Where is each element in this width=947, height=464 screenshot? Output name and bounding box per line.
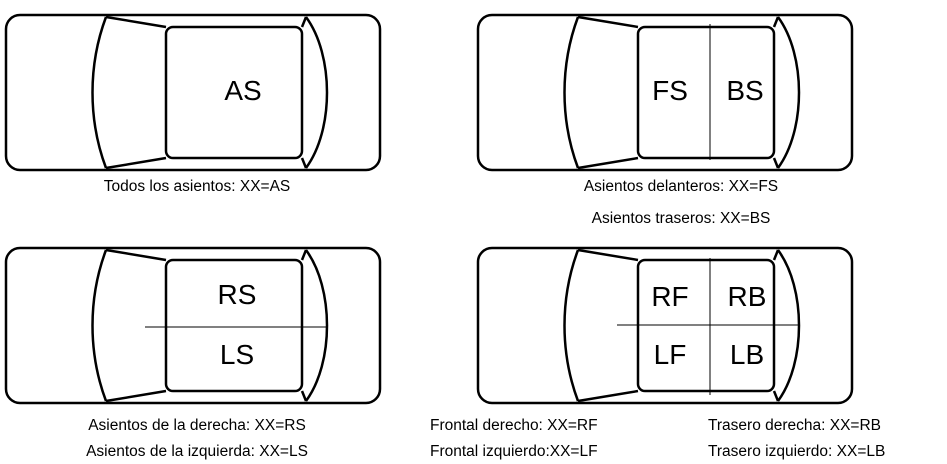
caption-rear-left: Trasero izquierdo: XX=LB	[708, 443, 885, 460]
car-outline	[4, 246, 382, 405]
seat-label-rf: RF	[651, 281, 688, 312]
car-panel-quadrants: RF RB LF LB Frontal derecho: XX=RF Front…	[430, 246, 885, 460]
seat-label-rb: RB	[728, 281, 767, 312]
caption-right-seats: Asientos de la derecha: XX=RS	[88, 417, 306, 434]
caption-front-seats: Asientos delanteros: XX=FS	[584, 178, 778, 195]
caption-front-right: Frontal derecho: XX=RF	[430, 417, 598, 434]
car-outline	[4, 13, 382, 172]
caption-back-seats: Asientos traseros: XX=BS	[592, 210, 771, 227]
car-panel-front-back: FS BS Asientos delanteros: XX=FS Asiento…	[476, 13, 854, 227]
seat-label-as: AS	[224, 75, 261, 106]
seat-label-fs: FS	[652, 75, 688, 106]
seat-label-rs: RS	[218, 279, 257, 310]
seat-label-bs: BS	[726, 75, 763, 106]
caption-front-left: Frontal izquierdo:XX=LF	[430, 443, 598, 460]
seat-label-lb: LB	[730, 339, 764, 370]
caption-rear-right: Trasero derecha: XX=RB	[708, 417, 881, 434]
caption-all-seats: Todos los asientos: XX=AS	[104, 178, 291, 195]
seat-label-ls: LS	[220, 339, 254, 370]
seat-label-lf: LF	[654, 339, 687, 370]
caption-left-seats: Asientos de la izquierda: XX=LS	[86, 443, 308, 460]
car-panel-all-seats: AS Todos los asientos: XX=AS	[4, 13, 382, 195]
car-panel-right-left: RS LS Asientos de la derecha: XX=RS Asie…	[4, 246, 382, 460]
